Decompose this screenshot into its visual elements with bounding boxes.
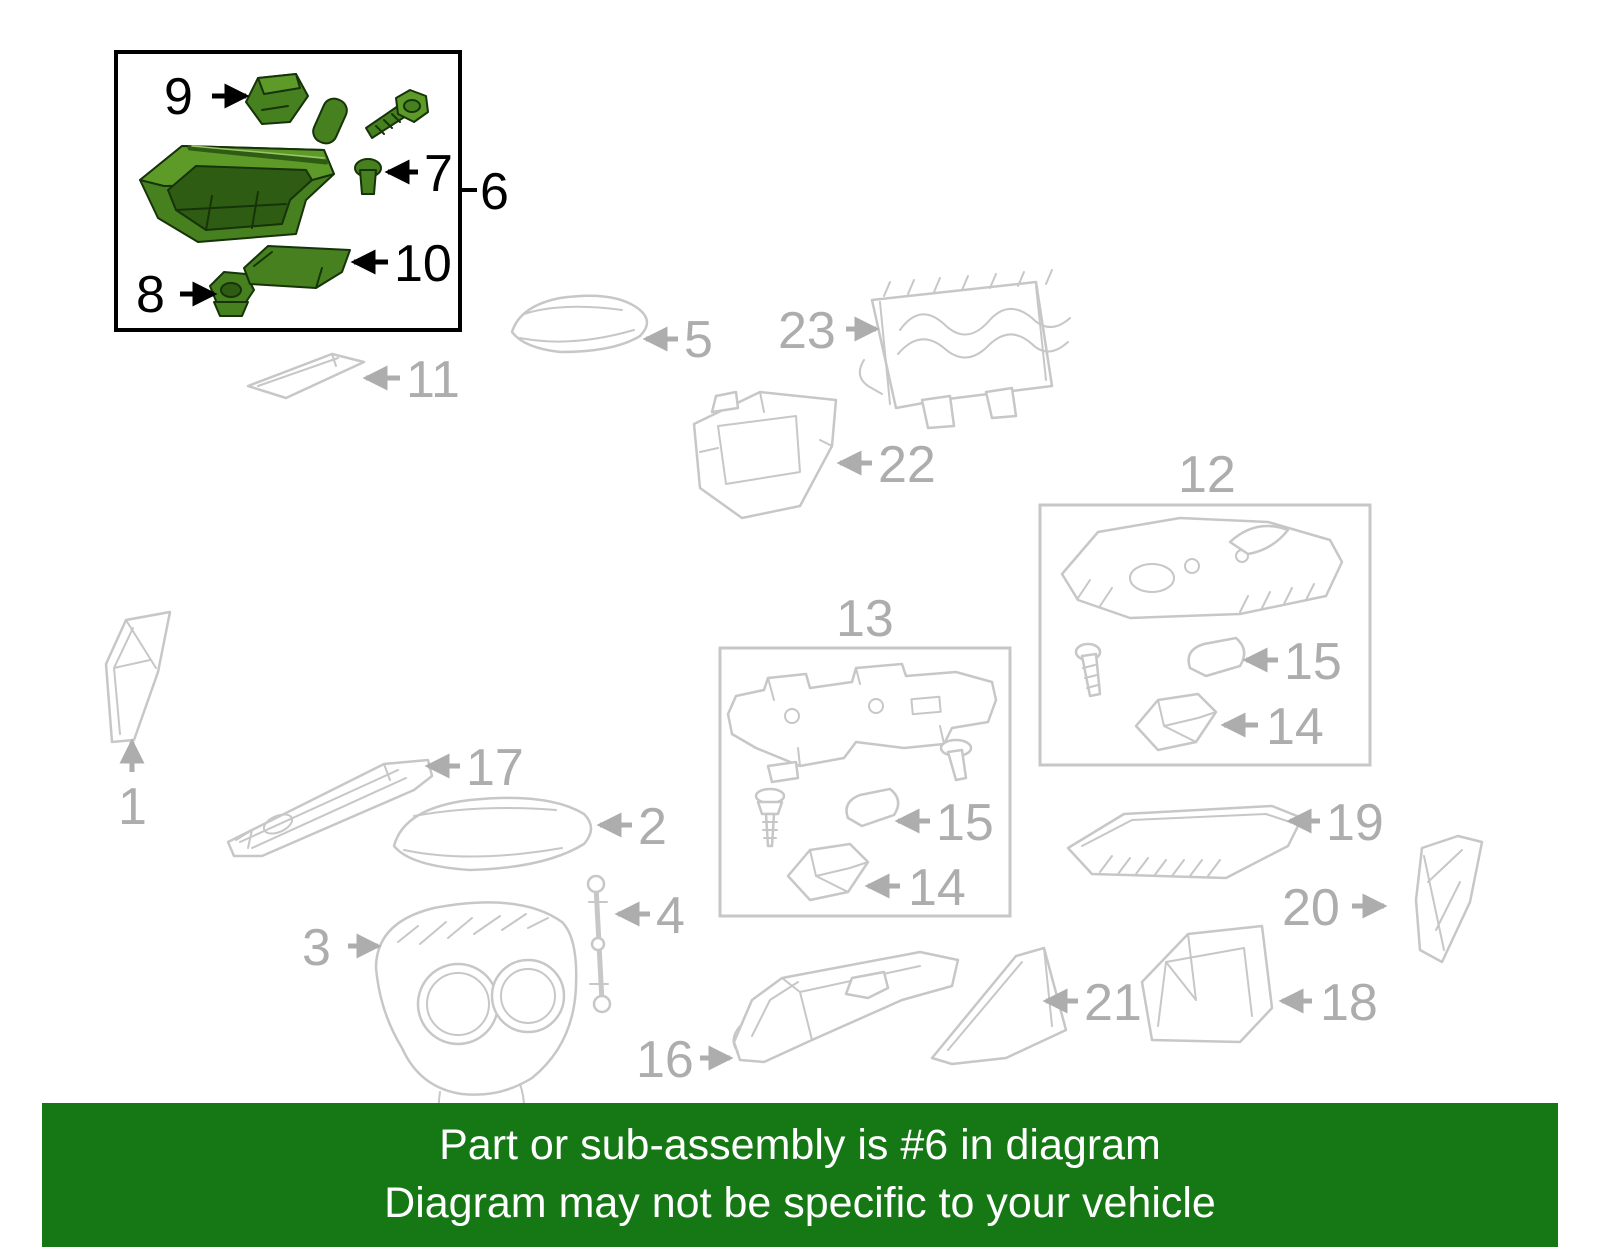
part-3-cluster-hood-drawing (374, 901, 578, 1152)
part-6-storage-tray-drawing (139, 145, 335, 243)
callout-label-19: 19 (1326, 794, 1384, 852)
part-16-lower-panel-drawing (732, 950, 960, 1064)
callout-label-10: 10 (394, 235, 452, 293)
part-9-clip-drawing (245, 73, 309, 125)
callout-label-15-box12: 15 (1284, 633, 1342, 691)
part-19-tray-drawing (1066, 804, 1304, 880)
callout-label-9: 9 (164, 68, 193, 126)
part-13-group-drawing (718, 646, 1012, 918)
highlight-box-assembly-6 (114, 50, 462, 332)
callout-label-7: 7 (424, 145, 453, 203)
part-12-group-drawing (1038, 503, 1372, 767)
part-23-airbag-module-drawing (858, 269, 1071, 430)
callout-label-2: 2 (638, 798, 667, 856)
part-17-sill-trim-drawing (226, 758, 434, 858)
callout-label-6: 6 (480, 163, 509, 221)
callout-label-1: 1 (118, 778, 147, 836)
callout-label-5: 5 (684, 311, 713, 369)
part-8-nut-drawing (209, 271, 255, 317)
callout-label-18: 18 (1320, 974, 1378, 1032)
part-1-a-pillar-trim-drawing (104, 610, 172, 744)
part-22-bracket-drawing (692, 390, 838, 520)
callout-label-16: 16 (636, 1031, 694, 1089)
callout-label-3: 3 (302, 919, 331, 977)
callout-label-12: 12 (1178, 446, 1236, 504)
callout-label-20: 20 (1282, 879, 1340, 937)
assembly-screw-drawing (365, 89, 429, 139)
callout-label-15-box13: 15 (936, 794, 994, 852)
highlight-banner: Part or sub-assembly is #6 in diagram Di… (42, 1103, 1558, 1247)
part-2-pad-drawing (392, 796, 593, 872)
damper-cylinder-drawing (312, 97, 348, 145)
callout-label-14-box13: 14 (908, 859, 966, 917)
banner-line-2: Diagram may not be specific to your vehi… (384, 1179, 1216, 1227)
callout-label-22: 22 (878, 436, 936, 494)
callout-label-4: 4 (656, 887, 685, 945)
callout-label-23: 23 (778, 302, 836, 360)
part-18-glove-box-drawing (1140, 924, 1274, 1044)
part-10-mat-drawing (243, 245, 351, 289)
part-7-stud-drawing (354, 158, 382, 195)
callout-label-21: 21 (1084, 974, 1142, 1032)
callout-label-11: 11 (406, 351, 460, 409)
part-4-link-rod-drawing (586, 874, 612, 1014)
part-11-plate-drawing (246, 352, 366, 400)
part-5-pad-drawing (510, 294, 649, 354)
part-20-sail-panel-drawing (1414, 834, 1484, 964)
callout-label-14-box12: 14 (1266, 698, 1324, 756)
callout-label-17: 17 (466, 739, 524, 797)
banner-line-1: Part or sub-assembly is #6 in diagram (439, 1121, 1161, 1170)
callout-label-13: 13 (836, 590, 894, 648)
callout-label-8: 8 (136, 266, 165, 324)
